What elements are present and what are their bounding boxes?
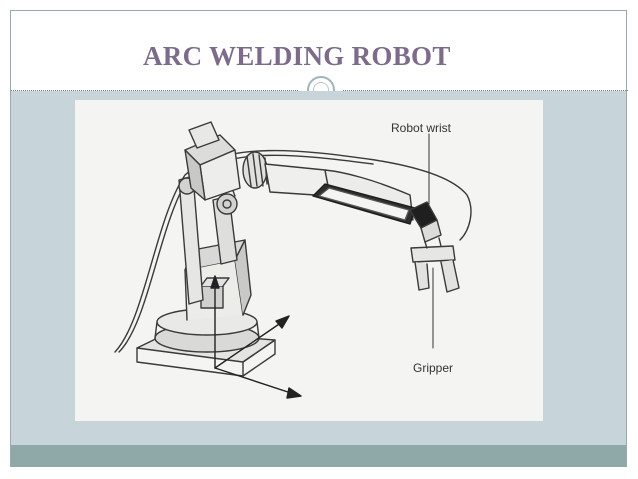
robot-upper-arm bbox=[178, 169, 238, 305]
title-divider-left bbox=[11, 90, 298, 91]
welding-cable bbox=[114, 149, 472, 353]
robot-illustration: Robot wrist Gripper bbox=[75, 100, 543, 421]
robot-base bbox=[136, 308, 276, 377]
label-robot-wrist: Robot wrist bbox=[391, 121, 452, 135]
slide-frame: ARC WELDING ROBOT bbox=[10, 10, 628, 467]
robot-forearm bbox=[264, 163, 416, 225]
content-area: Robot wrist Gripper bbox=[11, 91, 626, 445]
shoulder-motor bbox=[184, 121, 241, 201]
axis-arrows bbox=[210, 275, 302, 399]
label-gripper: Gripper bbox=[413, 361, 453, 375]
robot-wrist-part bbox=[409, 201, 442, 243]
robot-drawing: Robot wrist Gripper bbox=[114, 121, 472, 399]
robot-gripper-part bbox=[410, 237, 460, 293]
footer-band bbox=[11, 445, 626, 467]
title-divider-right bbox=[343, 90, 628, 91]
slide-title: ARC WELDING ROBOT bbox=[143, 41, 451, 71]
elbow-joint bbox=[242, 151, 268, 189]
